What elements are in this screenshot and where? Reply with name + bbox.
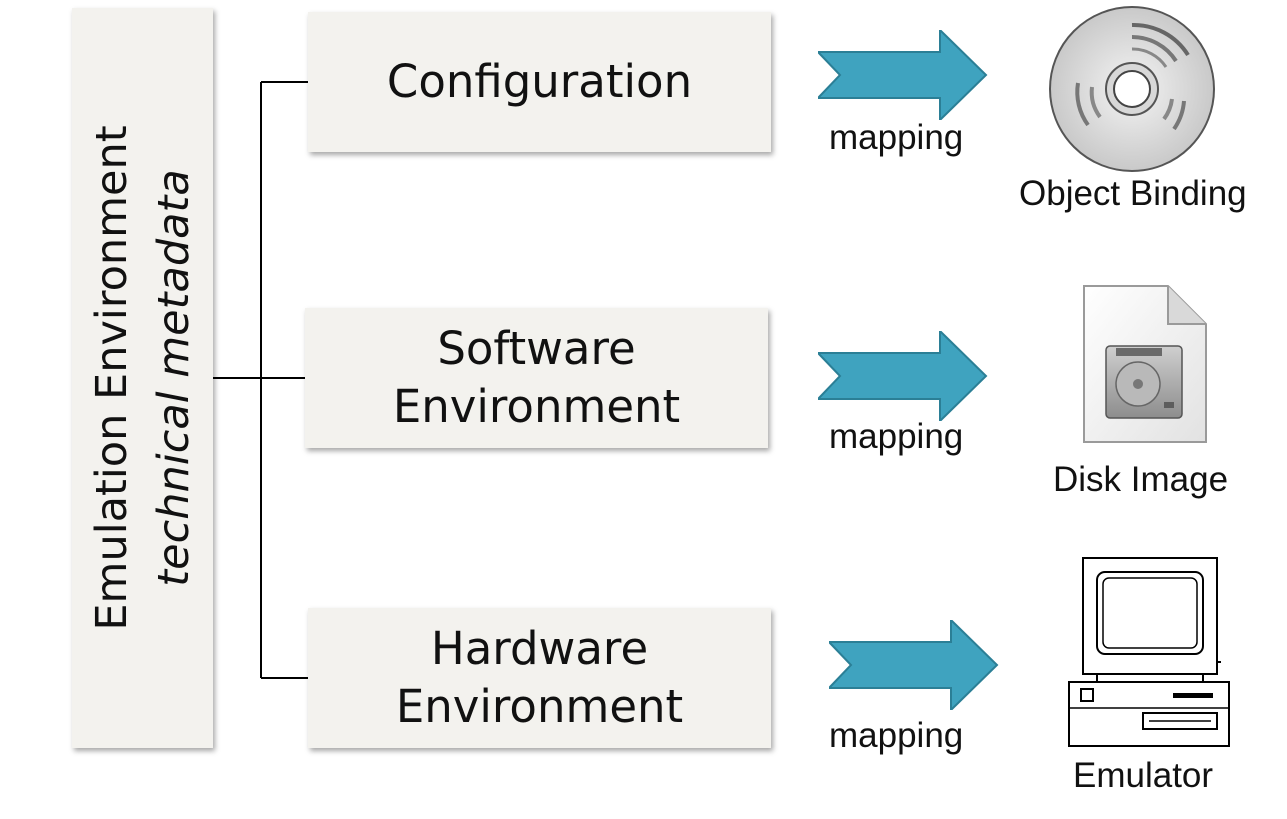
- cd-disc-icon: [1049, 6, 1215, 172]
- mapping-label-2: mapping: [829, 417, 964, 456]
- computer-icon: [1068, 557, 1230, 747]
- root-subtitle: technical metadata: [148, 169, 199, 587]
- software-environment-label-line2: Environment: [392, 380, 681, 433]
- emulation-environment-label: Emulation Environment technical metadata: [81, 8, 205, 748]
- emulation-environment-box: Emulation Environment technical metadata: [72, 8, 213, 748]
- root-title: Emulation Environment: [86, 125, 137, 631]
- emulator-label: Emulator: [1073, 756, 1214, 795]
- configuration-box: Configuration: [308, 12, 771, 152]
- hardware-environment-box: Hardware Environment: [308, 608, 771, 748]
- disk-image-label: Disk Image: [1053, 460, 1229, 499]
- mapping-arrow-3: [829, 620, 999, 710]
- object-binding-label: Object Binding: [1019, 174, 1247, 213]
- hardware-environment-label-line2: Environment: [395, 680, 684, 733]
- mapping-arrow-1: [818, 30, 988, 120]
- disk-image-icon: [1083, 285, 1207, 443]
- configuration-label: Configuration: [386, 55, 693, 108]
- software-environment-box: Software Environment: [305, 308, 768, 448]
- mapping-arrow-2: [818, 331, 988, 421]
- hardware-environment-label-line1: Hardware: [430, 622, 649, 675]
- software-environment-label-line1: Software: [437, 322, 636, 375]
- mapping-label-1: mapping: [829, 118, 964, 157]
- mapping-label-3: mapping: [829, 716, 964, 755]
